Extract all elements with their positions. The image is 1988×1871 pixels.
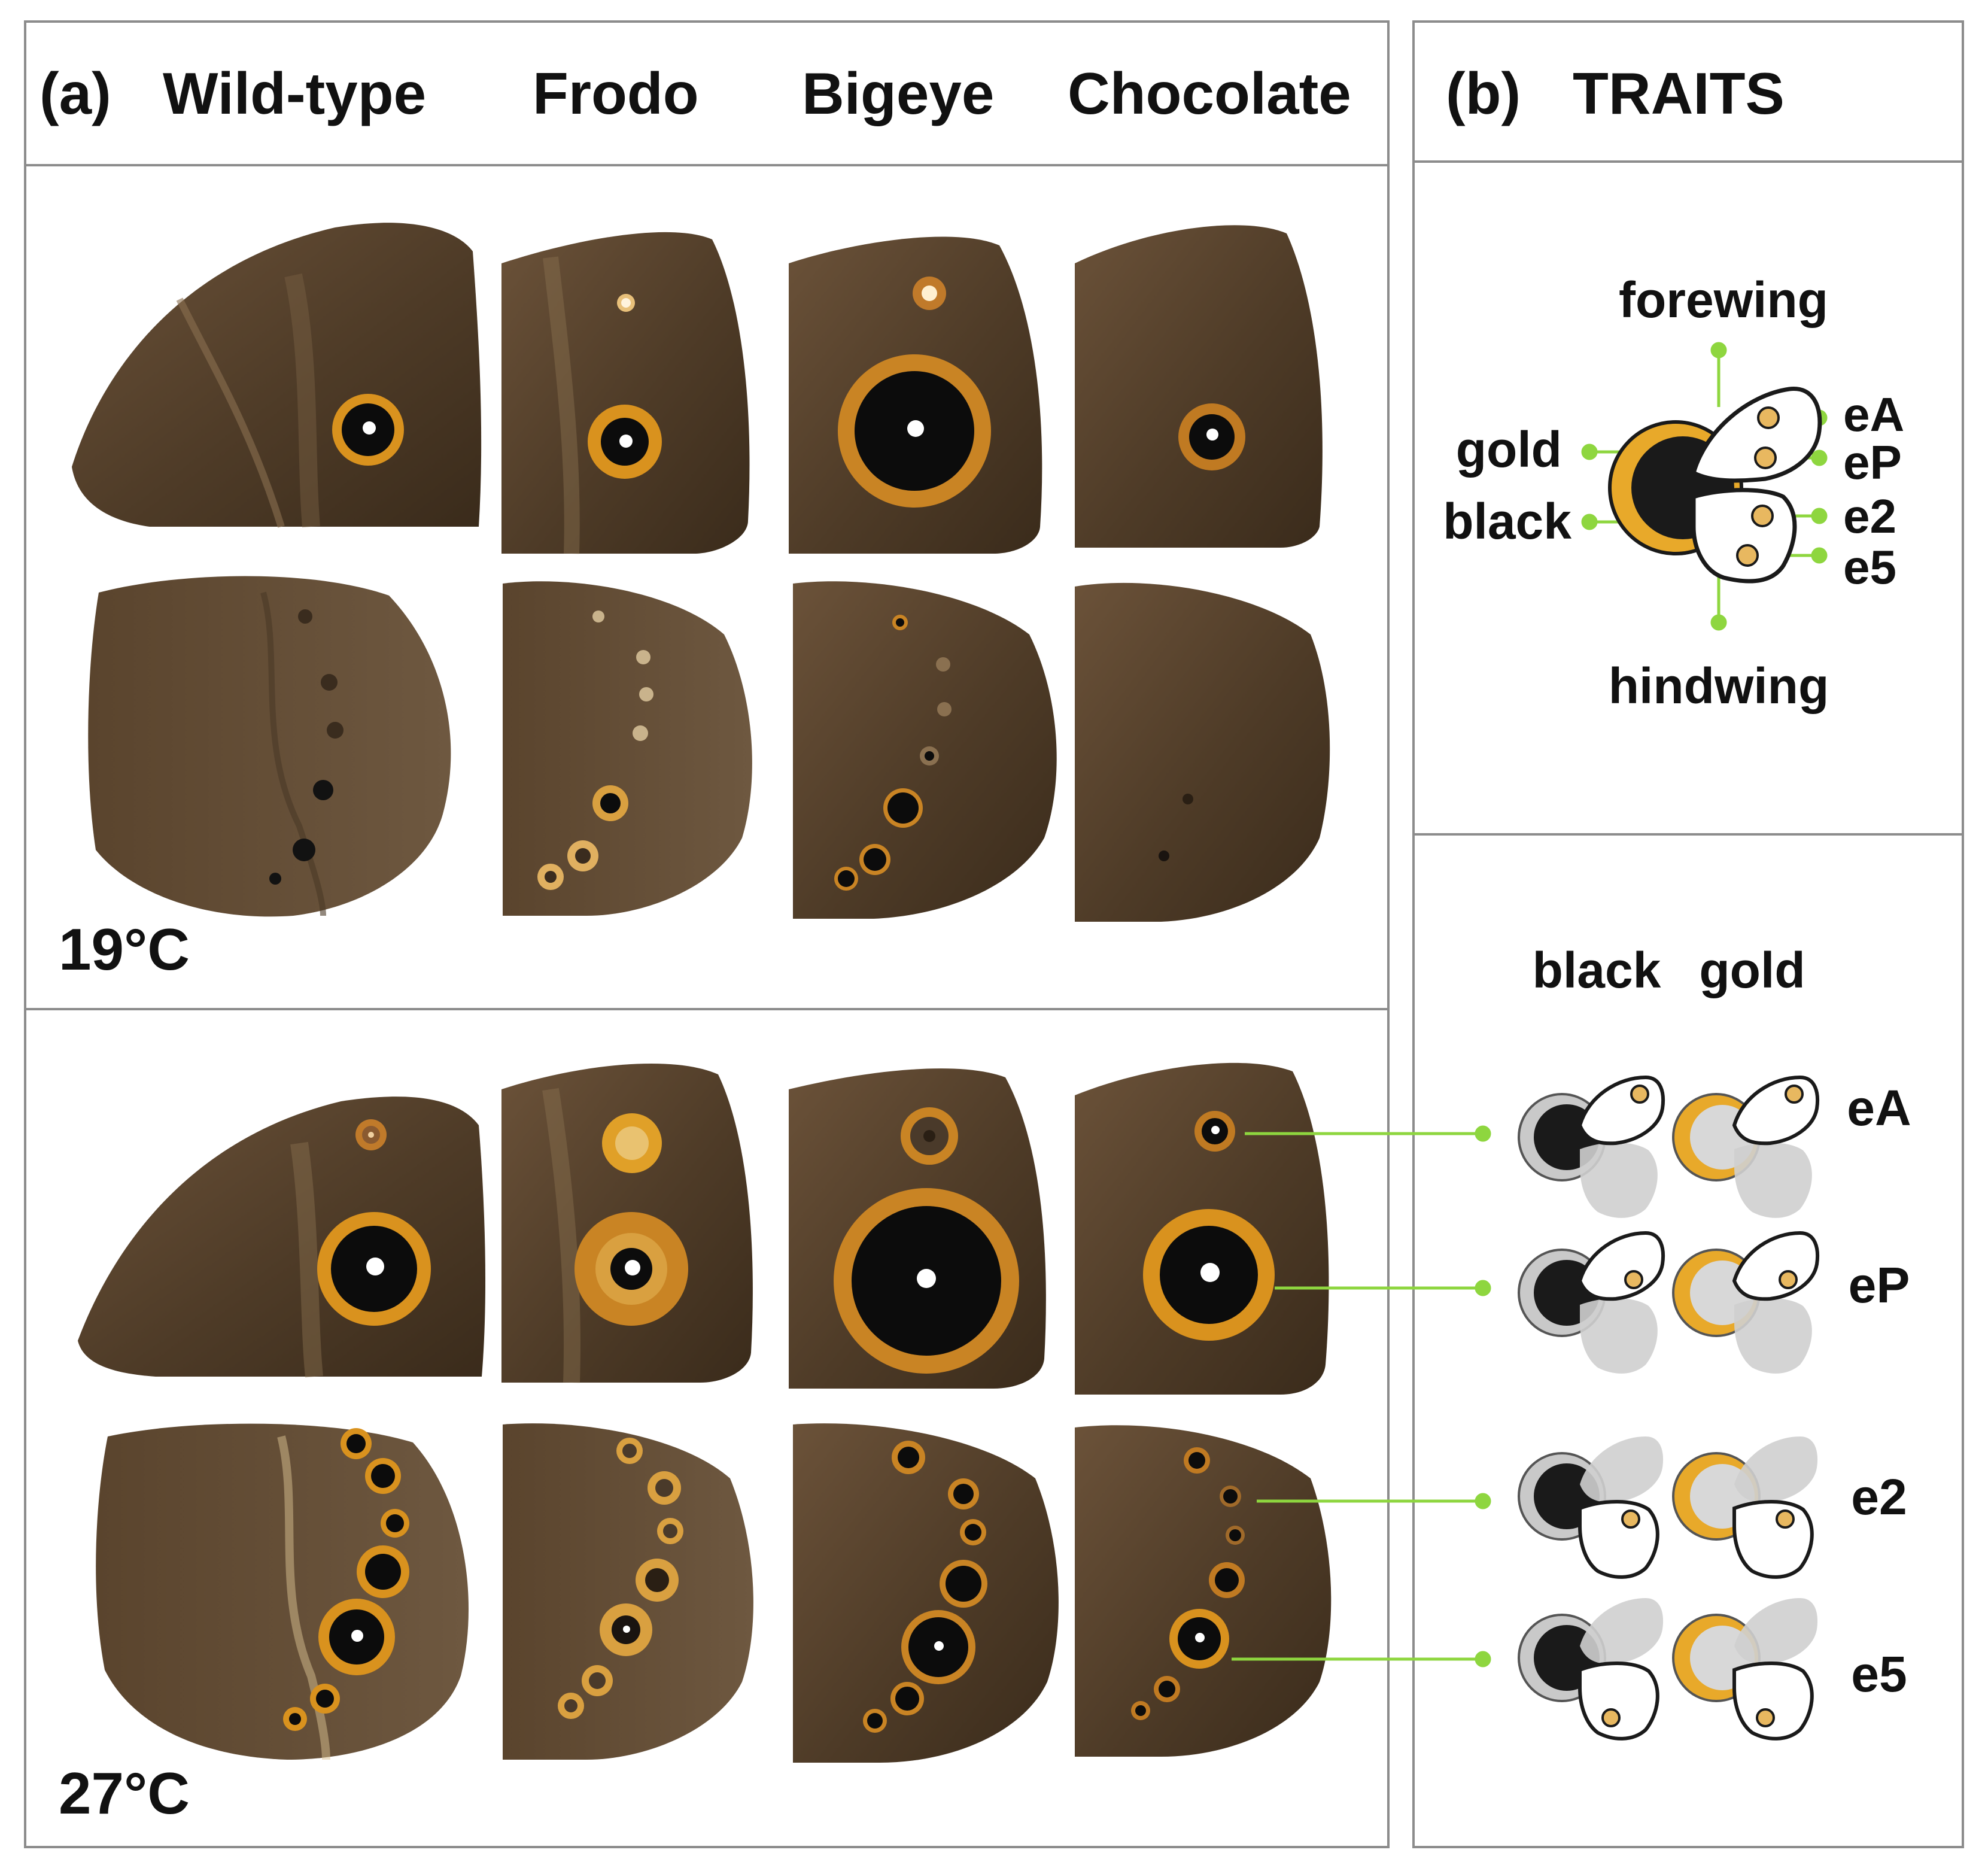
column-header-chocolate: Chocolate [1068,60,1351,126]
wing-frodo-19c-hindwing [503,581,752,916]
column-header-bigeye: Bigeye [802,60,995,126]
trait-row-ea: eA [1518,1077,1911,1218]
pointer-dot [1710,614,1727,631]
pointer-dot [1811,449,1828,466]
wing-bigeye-27c-hindwing [793,1423,1059,1763]
trait-icon-gold-ea [1672,1077,1817,1218]
panel-b-title: TRAITS [1573,60,1785,126]
column-header-wild-type: Wild-type [163,60,427,126]
wing-wildtype-19c-hindwing [88,576,451,917]
wing-wildtype-19c-forewing [72,223,482,528]
wing-frodo-27c-forewing [501,1063,753,1383]
trait-row-label-ea: eA [1847,1080,1911,1136]
trait-row-label-e2: e2 [1851,1469,1907,1525]
trait-icon-black-e2 [1518,1436,1664,1577]
wing-wildtype-27c-forewing [78,1097,486,1378]
trait-row-e2: e2 [1518,1436,1907,1577]
trait-row-e5: e5 [1518,1598,1907,1739]
eyespot-ea [1757,406,1780,429]
panel-a-header-divider [24,164,1390,166]
panel-a-temperature-divider [24,1008,1390,1010]
eyespot [937,702,952,716]
pointer-dot [1811,508,1828,524]
wing-chocolate-19c-forewing [1075,225,1323,548]
label-hindwing: hindwing [1609,658,1829,714]
eyespot [327,722,344,739]
label-ea: eA [1843,388,1904,441]
eyespot-e5 [1736,544,1759,567]
eyespot [293,839,315,861]
eyespot [636,650,650,664]
label-black: black [1443,493,1571,549]
eyespot [592,610,604,622]
trait-row-label-ep: eP [1849,1257,1910,1313]
trait-icon-black-e5 [1518,1598,1664,1739]
eyespot [1183,794,1193,804]
pointer-dot [1581,514,1598,530]
wing-frodo-19c-forewing [501,232,750,554]
eyespot [1159,851,1169,861]
panel-b-header-divider [1412,160,1964,163]
eyespot [313,780,333,800]
wing-bigeye-19c-forewing [789,236,1042,554]
wing-bigeye-19c-hindwing [793,581,1057,919]
label-e5: e5 [1843,540,1896,594]
trait-icon-gold-e2 [1672,1436,1818,1577]
trait-icon-gold-ep [1672,1233,1817,1374]
trait-icon-gold-e5 [1672,1598,1818,1739]
wing-chocolate-27c-hindwing [1075,1425,1332,1757]
label-e2: e2 [1843,490,1896,543]
wing-bigeye-27c-forewing [789,1068,1046,1389]
trait-row-label-e5: e5 [1851,1646,1907,1702]
eyespot [321,674,338,691]
eyespot [639,687,653,701]
column-header-frodo: Frodo [533,60,699,126]
temperature-label-19c: 19°C [59,916,190,982]
label-forewing: forewing [1619,272,1828,328]
pointer-dot [1581,444,1598,460]
eyespot [936,657,950,672]
wing-chocolate-27c-forewing [1075,1062,1329,1395]
schematic-hindwing [1691,488,1797,584]
panel-b-label: (b) [1446,60,1521,126]
eyespot-ep [1754,447,1777,469]
panel-a-label: (a) [39,60,111,126]
eyespot-e2 [1751,505,1774,527]
eyespot [298,609,312,624]
wing-wildtype-27c-hindwing [96,1423,469,1760]
wing-frodo-27c-hindwing [503,1423,753,1760]
temperature-label-27c: 27°C [59,1760,190,1826]
eyespot [633,725,648,741]
trait-connectors [1232,1125,1491,1668]
trait-icon-black-ea [1518,1077,1663,1218]
pointer-dot [1811,547,1828,564]
legend-header-black: black [1533,942,1661,998]
label-gold: gold [1456,421,1562,478]
trait-icon-black-ep [1518,1233,1663,1374]
panel-b-diagram-divider [1412,833,1964,836]
eyespot [269,873,281,885]
legend-header-gold: gold [1699,942,1805,998]
pointer-dot [1710,342,1727,359]
label-ep: eP [1843,436,1902,489]
wing-chocolate-19c-hindwing [1075,582,1330,922]
schematic-forewing [1691,387,1822,483]
trait-row-ep: eP [1518,1233,1910,1374]
panel-b [1412,20,1964,1848]
